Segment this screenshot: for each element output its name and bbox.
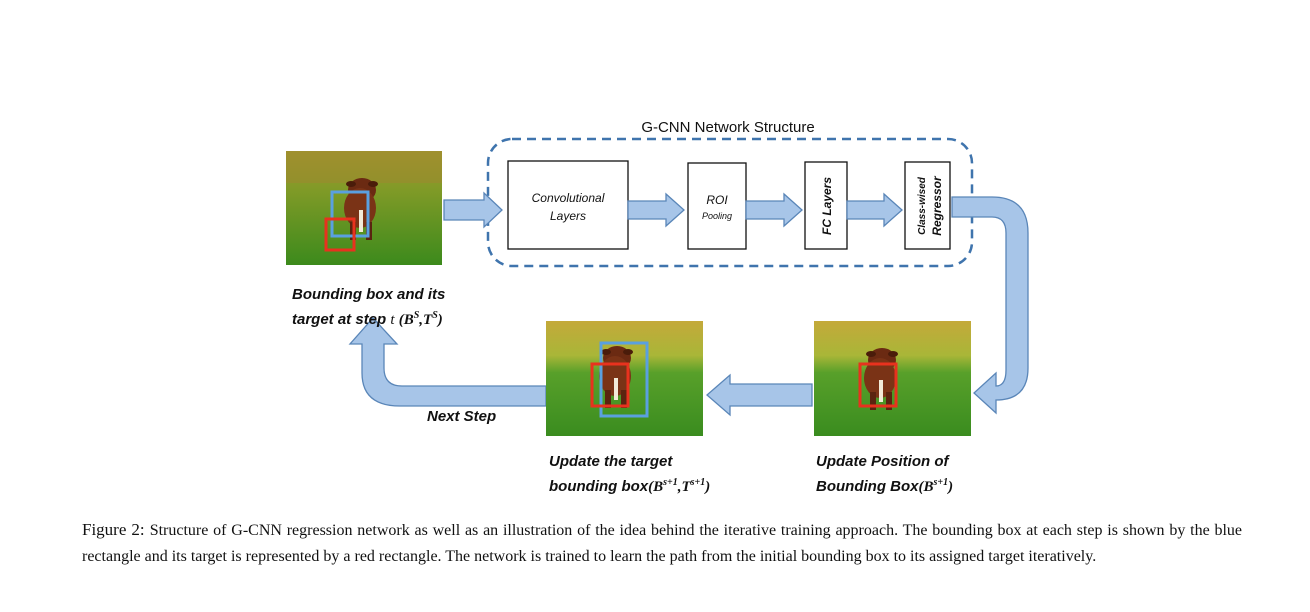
red-bbox [858,362,898,408]
conv-label-1: Convolutional [532,191,605,205]
network-title: G-CNN Network Structure [641,119,814,136]
fc-label: FC Layers [820,177,834,235]
arrow-next-step [348,317,547,407]
regressor-block: Class-wised Regressor [904,161,951,250]
label-update-target-line2: bounding box(Bs+1,Ts+1) [549,477,711,495]
caption-prefix: Figure 2: [82,520,145,539]
label-step-t-line2: target at step t (BS,TS) [292,310,443,328]
image-update-target [546,321,703,436]
label-update-target: Update the target bounding box(Bs+1,Ts+1… [549,451,710,498]
caption-text: Structure of G-CNN regression network as… [82,522,1243,565]
arrow-conv-to-roi [627,192,685,228]
label-update-position-line1: Update Position of [816,453,949,470]
conv-label-2: Layers [550,209,586,223]
label-step-t-line1: Bounding box and its [292,286,446,303]
blue-bbox [599,341,649,418]
arrow-roi-to-fc [745,192,803,228]
arrow-update-to-target [706,373,813,417]
red-bbox [590,362,630,408]
label-update-position: Update Position of Bounding Box(Bs+1) [816,451,953,498]
fc-layers-block: FC Layers [804,161,848,250]
red-bbox [324,217,356,252]
conv-layers-block: Convolutional Layers [507,160,629,250]
reg-label-1: Class-wised [917,176,928,235]
label-step-t: Bounding box and its target at step t (B… [292,284,445,331]
arrow-regressor-to-update [951,196,1029,415]
label-update-target-line1: Update the target [549,453,673,470]
arrow-fc-to-reg [846,192,903,228]
figure-caption: Figure 2: Structure of G-CNN regression … [82,517,1242,569]
image-update-position [814,321,971,436]
reg-label-2: Regressor [930,175,944,236]
image-step-t [286,151,442,265]
label-update-position-line2: Bounding Box(Bs+1) [816,477,954,495]
label-next-step: Next Step [427,408,497,425]
arrow-image-to-conv [443,191,503,229]
roi-pooling-block: ROI Pooling [687,162,747,250]
roi-label-1: ROI [706,193,728,207]
blue-bbox [330,190,370,238]
roi-label-2: Pooling [702,211,732,221]
